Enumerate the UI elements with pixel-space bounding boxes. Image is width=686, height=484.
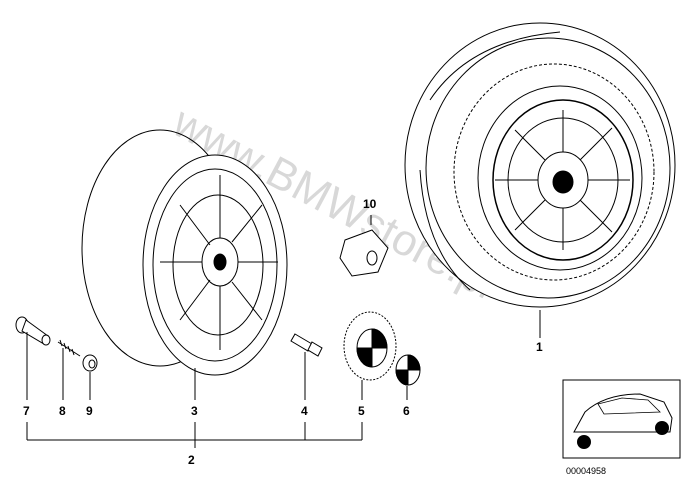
callout-4: 4 bbox=[301, 404, 308, 418]
callout-6: 6 bbox=[403, 404, 410, 418]
hub-cap-part-10 bbox=[339, 229, 389, 277]
callout-9: 9 bbox=[86, 404, 93, 418]
valve-part-7 bbox=[15, 316, 51, 346]
rim-assembly bbox=[81, 129, 288, 376]
wheel-bolt-part-4 bbox=[290, 333, 323, 357]
callout-8: 8 bbox=[59, 404, 66, 418]
center-cap-part-5 bbox=[343, 311, 397, 381]
callout-1: 1 bbox=[536, 340, 543, 354]
callout-10: 10 bbox=[363, 197, 377, 211]
callout-3: 3 bbox=[191, 404, 198, 418]
front-wheel-marker bbox=[577, 435, 591, 449]
valve-cap-part-9 bbox=[82, 354, 98, 372]
tire-assembly bbox=[404, 22, 676, 308]
callout-7: 7 bbox=[23, 404, 30, 418]
callout-2: 2 bbox=[188, 453, 195, 467]
vehicle-inset bbox=[562, 379, 681, 459]
rear-wheel-marker bbox=[655, 421, 669, 435]
diagram-code: 00004958 bbox=[566, 466, 606, 476]
valve-core-part-8 bbox=[57, 339, 81, 357]
leader-lines bbox=[26, 215, 541, 448]
emblem-part-6 bbox=[395, 354, 421, 386]
callout-5: 5 bbox=[358, 404, 365, 418]
